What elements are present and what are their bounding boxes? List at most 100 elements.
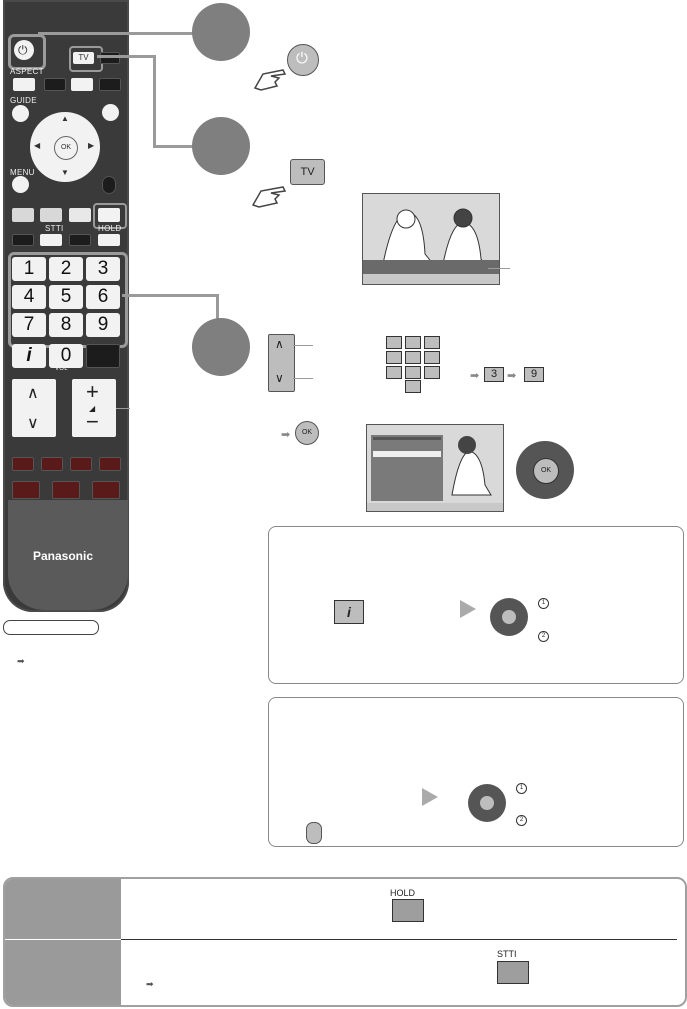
number-key-0[interactable]: 0	[49, 344, 83, 368]
info-box-1	[268, 526, 684, 684]
mini-key	[405, 380, 421, 393]
channel-up-icon: ∧	[275, 337, 284, 351]
mini-key	[424, 336, 440, 349]
channel-down-callout	[293, 378, 313, 379]
transport-button-2[interactable]	[52, 481, 80, 499]
feature-table-divider-light	[5, 939, 121, 940]
channel-rocker[interactable]: ∧ ∨	[12, 379, 56, 437]
mini-key	[386, 351, 402, 364]
marker-circle-1: 1	[538, 598, 549, 609]
number-key-1[interactable]: 1	[12, 257, 46, 281]
number-key-7[interactable]: 7	[12, 313, 46, 337]
transport-button-1[interactable]	[12, 481, 40, 499]
arrow-right-icon: ➡	[281, 429, 291, 441]
volume-rocker[interactable]: + ◢ −	[72, 379, 116, 437]
mini-key	[386, 336, 402, 349]
menu-button[interactable]	[12, 176, 29, 193]
stti-label-table: STTI	[497, 949, 517, 959]
pointing-hand-icon	[253, 60, 293, 92]
last-view-key[interactable]	[86, 344, 120, 368]
mini-key	[424, 351, 440, 364]
nav-right-icon: ▶	[88, 141, 95, 150]
number-key-2[interactable]: 2	[49, 257, 83, 281]
callout-line-power	[38, 32, 200, 35]
menu-label: MENU	[10, 168, 35, 177]
info-box-2	[268, 697, 684, 847]
aspect-button[interactable]	[13, 78, 35, 91]
power-icon: ⏻	[18, 43, 28, 57]
channel-seq-key-2: 9	[524, 367, 544, 382]
channel-down-icon: ∨	[275, 371, 284, 385]
volume-callout-line	[116, 408, 130, 409]
green-button[interactable]	[40, 208, 62, 222]
tv-banner-callout	[488, 268, 510, 269]
number-key-8[interactable]: 8	[49, 313, 83, 337]
bottom-row-button-1[interactable]	[12, 457, 34, 471]
channel-seq-key-1: 3	[484, 367, 504, 382]
hold-button-illustration	[392, 899, 424, 922]
callout-line-tv-h2	[153, 145, 199, 148]
aspect-row-button-3[interactable]	[71, 78, 93, 91]
stti-label: STTI	[45, 224, 64, 233]
ok-dial-illustration: OK	[516, 441, 574, 499]
stti-button[interactable]	[40, 234, 62, 246]
volume-icon: ◢	[89, 404, 96, 413]
remote-caption-pill	[3, 620, 99, 635]
transport-button-3[interactable]	[92, 481, 120, 499]
bottom-row-button-4[interactable]	[99, 457, 121, 471]
power-button[interactable]: ⏻	[14, 40, 34, 60]
ok-button[interactable]: OK	[54, 136, 78, 160]
step-circle-2	[192, 117, 250, 175]
aspect-row-button-2[interactable]	[44, 78, 66, 91]
mini-key	[405, 351, 421, 364]
info-key-illustration: i	[334, 600, 364, 624]
info-key[interactable]: i	[12, 344, 46, 368]
mini-key	[386, 366, 402, 379]
vol-small-label: VOL	[55, 366, 68, 372]
tv-button-illustration: TV	[290, 159, 325, 185]
tv-channel-list-screen	[366, 424, 504, 512]
arrow-right-icon: ➡	[146, 979, 154, 989]
channel-up-callout	[293, 345, 313, 346]
nav-left-icon: ◀	[34, 141, 41, 150]
text-button[interactable]	[12, 234, 34, 246]
red-button[interactable]	[12, 208, 34, 222]
bottom-row-button-3[interactable]	[70, 457, 92, 471]
guide-label: GUIDE	[10, 96, 37, 105]
step-circle-1	[192, 3, 250, 61]
return-button-illustration	[306, 822, 322, 844]
callout-line-tv-v	[153, 55, 156, 147]
feature-table-header-col	[5, 879, 121, 1005]
aspect-label: ASPECT	[10, 67, 44, 76]
tv-highlight	[69, 46, 103, 72]
power-button-illustration: ⏻	[287, 44, 319, 76]
arrow-right-icon: ➡	[470, 370, 480, 382]
number-key-9[interactable]: 9	[86, 313, 120, 337]
channel-up-icon: ∧	[27, 385, 39, 402]
hold-button[interactable]	[98, 234, 120, 246]
number-key-5[interactable]: 5	[49, 285, 83, 309]
blue-highlight	[93, 203, 127, 229]
number-key-3[interactable]: 3	[86, 257, 120, 281]
guide-button[interactable]	[12, 105, 29, 122]
ok-center: OK	[533, 458, 559, 484]
number-key-4[interactable]: 4	[12, 285, 46, 309]
index-button[interactable]	[69, 234, 91, 246]
arrow-right-icon	[460, 600, 476, 618]
exit-button[interactable]	[102, 104, 119, 121]
bottom-row-button-2[interactable]	[41, 457, 63, 471]
nav-dial-illustration-2	[468, 784, 506, 822]
number-key-6[interactable]: 6	[86, 285, 120, 309]
feature-table	[3, 877, 687, 1007]
aspect-row-button-4[interactable]	[99, 78, 121, 91]
pointing-hand-icon	[251, 175, 293, 209]
tv-input-button[interactable]: TV	[73, 52, 94, 64]
volume-down-label: −	[86, 409, 99, 434]
channel-rocker-illustration: ∧ ∨	[268, 334, 295, 392]
yellow-button[interactable]	[69, 208, 91, 222]
return-button[interactable]	[102, 176, 116, 194]
av-button[interactable]	[100, 52, 120, 64]
step-circle-3	[192, 318, 250, 376]
blue-button[interactable]	[98, 208, 120, 222]
mini-key	[424, 366, 440, 379]
